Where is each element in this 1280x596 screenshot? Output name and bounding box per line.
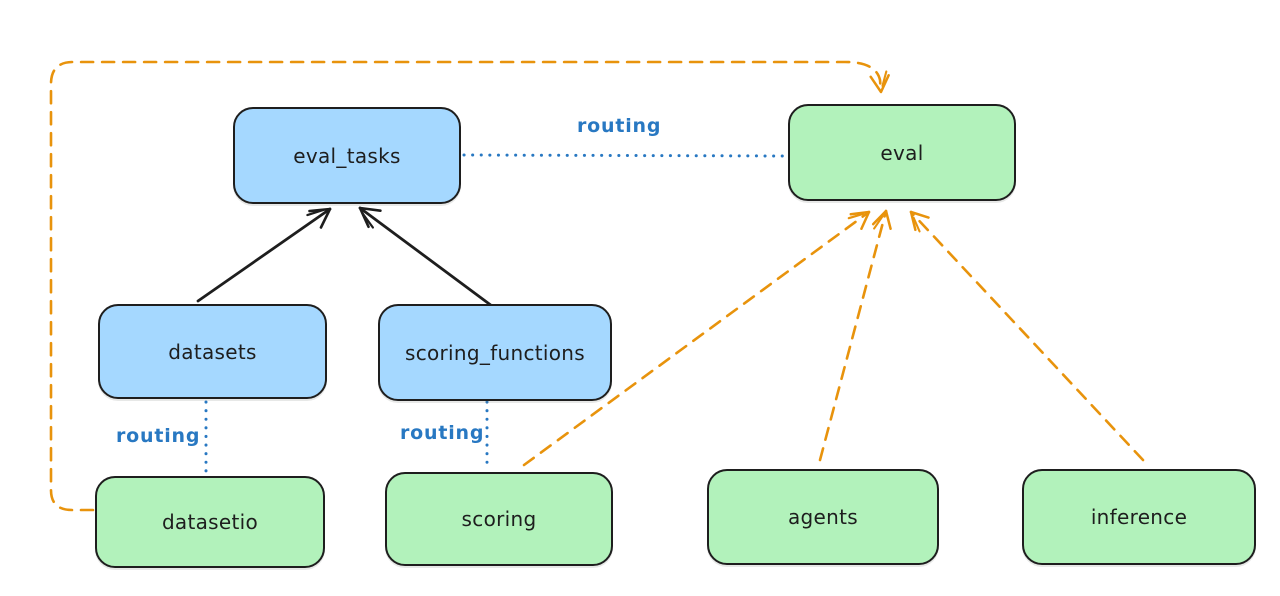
arrow-scoring-functions-to-eval-tasks bbox=[358, 206, 494, 308]
node-datasetio: datasetio bbox=[95, 476, 325, 568]
node-eval-tasks: eval_tasks bbox=[233, 107, 461, 204]
node-eval-label: eval bbox=[880, 140, 924, 165]
node-inference-label: inference bbox=[1090, 505, 1188, 529]
node-scoring-label: scoring bbox=[461, 507, 537, 531]
node-eval: eval bbox=[788, 104, 1016, 201]
node-agents: agents bbox=[707, 469, 939, 565]
routing-line-eval-tasks-to-eval bbox=[462, 153, 787, 158]
node-inference: inference bbox=[1022, 469, 1256, 565]
edge-label-routing-scoring-functions-scoring: routing bbox=[400, 422, 485, 444]
edge-label-routing-datasets-datasetio: routing bbox=[116, 425, 201, 447]
dependency-arrow-scoring-to-eval bbox=[522, 210, 871, 467]
dependency-arrow-agents-to-eval bbox=[818, 209, 892, 462]
node-eval-tasks-label: eval_tasks bbox=[293, 143, 401, 168]
dependency-arrow-inference-to-eval bbox=[909, 210, 1145, 462]
arrow-datasets-to-eval-tasks bbox=[196, 207, 332, 303]
node-scoring-functions: scoring_functions bbox=[378, 304, 612, 401]
node-datasets: datasets bbox=[98, 304, 327, 399]
node-datasets-label: datasets bbox=[168, 339, 257, 364]
node-agents-label: agents bbox=[788, 505, 858, 529]
node-scoring-functions-label: scoring_functions bbox=[404, 340, 586, 365]
dependency-arrow-datasetio-to-eval bbox=[49, 60, 890, 512]
node-datasetio-label: datasetio bbox=[161, 510, 259, 534]
edge-label-routing-eval-tasks-eval: routing bbox=[577, 115, 662, 137]
node-scoring: scoring bbox=[385, 472, 613, 566]
